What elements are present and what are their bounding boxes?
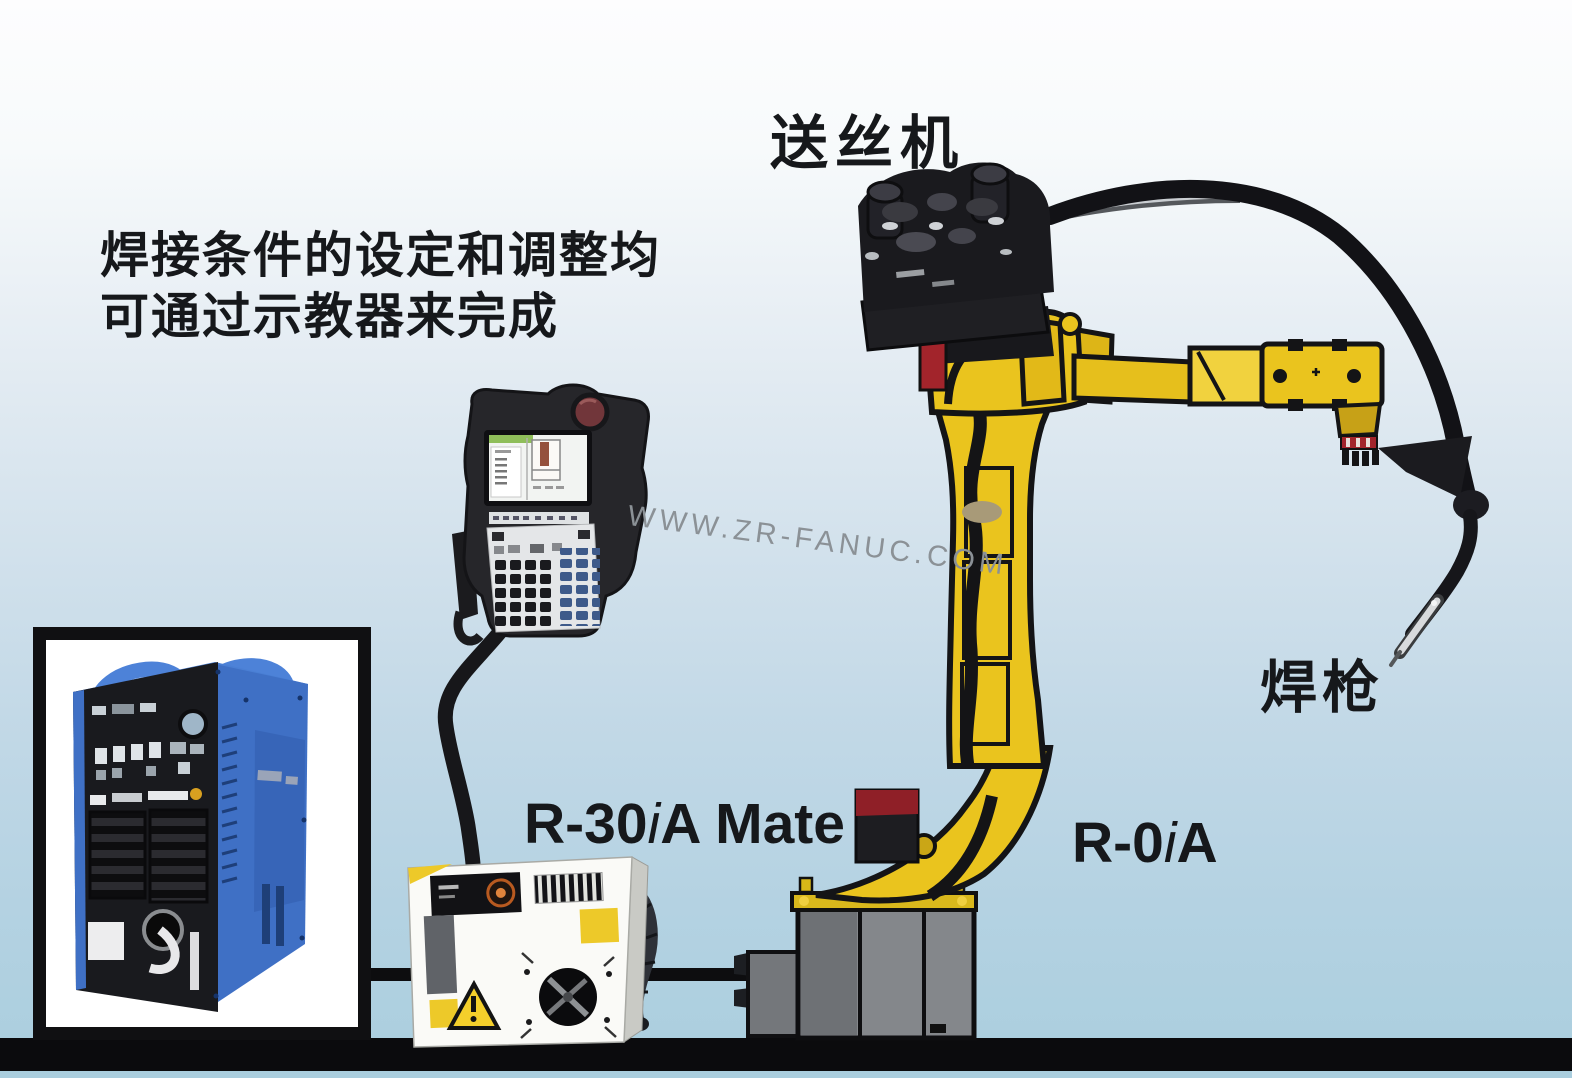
label-torch: 焊枪 xyxy=(1260,656,1384,720)
controller-graphic xyxy=(407,856,658,1048)
label-wire-feeder: 送丝机 xyxy=(770,111,966,176)
ground-bar xyxy=(0,1038,1572,1071)
controller-vents xyxy=(533,871,604,904)
pendant-keypad xyxy=(486,512,601,633)
robot-lower-link xyxy=(815,745,1054,904)
robot-model-prefix: R-0 xyxy=(1072,811,1164,875)
robot-model-i: i xyxy=(1163,811,1177,875)
label-controller-model: R-30iA Mate xyxy=(524,791,845,857)
controller-fan xyxy=(520,952,617,1039)
warning-triangle-icon xyxy=(446,979,502,1030)
annotation-line-2: 可通过示教器来完成 xyxy=(100,290,560,344)
robot-forearm xyxy=(1017,312,1385,411)
robot-graphic xyxy=(734,162,1489,1041)
controller-model-prefix: R-30 xyxy=(524,792,648,856)
robot-vertical-arm xyxy=(932,401,1055,769)
wire-feeder-graphic xyxy=(858,162,1054,352)
controller-model-suffix: A Mate xyxy=(660,792,845,856)
controller-model-i: i xyxy=(647,792,661,856)
pendant-cable xyxy=(437,624,508,872)
annotation-line-1: 焊接条件的设定和调整均 xyxy=(100,229,662,283)
robot-wrist xyxy=(1333,401,1383,466)
welding-torch-graphic xyxy=(1378,436,1489,667)
welding-power-source-graphic xyxy=(73,658,308,1012)
label-robot-model: R-0iA xyxy=(1072,810,1218,876)
teach-pendant-graphic xyxy=(437,383,650,872)
power-source-inset xyxy=(33,627,371,1040)
robot-model-suffix: A xyxy=(1176,811,1218,875)
pendant-screen xyxy=(484,430,592,506)
annotation-text: 焊接条件的设定和调整均 可通过示教器来完成 xyxy=(100,226,661,348)
